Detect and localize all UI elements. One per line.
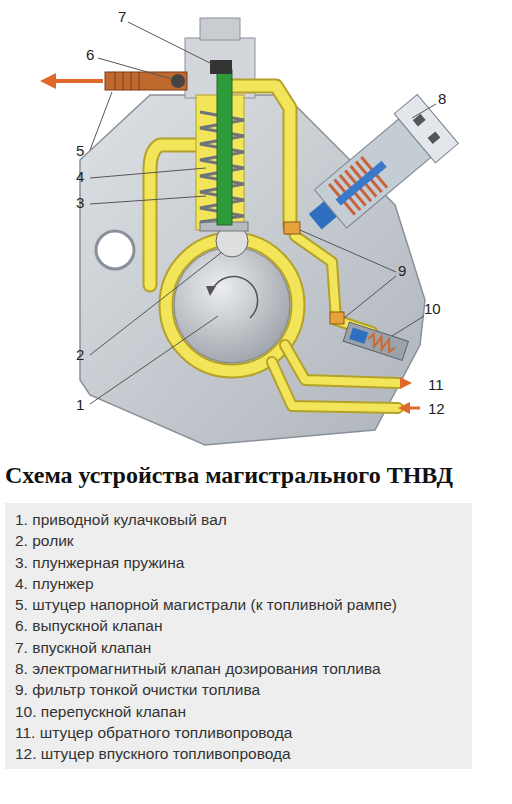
callout-number: 3 <box>76 194 84 211</box>
flow-arrow-head <box>400 377 412 389</box>
callout-number: 5 <box>76 142 84 159</box>
callout-number: 12 <box>428 400 445 417</box>
list-item: 10. перепускной клапан <box>15 701 464 722</box>
fitting-thread <box>115 72 139 90</box>
callout-number: 6 <box>86 46 94 63</box>
callout-number: 7 <box>118 8 126 25</box>
fuel-channel <box>272 236 398 408</box>
list-item: 4. плунжер <box>15 573 464 594</box>
diagram-title: Схема устройства магистрального ТНВД <box>5 462 510 489</box>
cam-shaft <box>174 247 290 363</box>
leader-line <box>90 92 112 150</box>
leader-line <box>392 316 424 336</box>
list-item: 12. штуцер впускного топливопровода <box>15 743 464 764</box>
list-item: 2. ролик <box>15 530 464 551</box>
solenoid-armature <box>336 161 387 206</box>
callout-number: 11 <box>428 376 444 393</box>
rotation-arrow-head <box>206 286 216 296</box>
leader-line <box>90 252 222 355</box>
list-item: 1. приводной кулачковый вал <box>15 509 464 530</box>
leader-line <box>98 58 172 79</box>
leader-line <box>128 22 212 64</box>
bypass-valve-body <box>343 322 408 360</box>
callout-number: 10 <box>424 300 441 317</box>
head-stud <box>200 18 240 40</box>
callout-number: 1 <box>76 396 84 413</box>
flow-arrow-head <box>398 402 410 414</box>
leader-line <box>90 316 218 404</box>
connector-pin <box>413 114 426 127</box>
electric-connector <box>394 94 458 162</box>
list-item: 11. штуцер обратного топливопровода <box>15 722 464 743</box>
parts-list: 1. приводной кулачковый вал2. ролик3. пл… <box>5 503 472 769</box>
mounting-hole <box>96 231 134 269</box>
inlet-valve <box>210 60 232 74</box>
list-item: 7. впускной клапан <box>15 637 464 658</box>
list-item: 9. фильтр тонкой очистки топлива <box>15 679 464 700</box>
fuel-channel <box>166 239 298 371</box>
solenoid-coil <box>329 157 387 215</box>
fine-filter <box>284 222 300 234</box>
leader-line <box>300 230 396 318</box>
fuel-channel-outline <box>166 239 298 371</box>
list-item: 5. штуцер напорной магистрали (к топливн… <box>15 594 464 615</box>
fuel-channel-outline <box>272 236 398 408</box>
flow-arrow <box>410 407 420 410</box>
pressure-fitting <box>105 72 187 90</box>
outlet-valve <box>171 74 185 88</box>
list-item: 3. плунжерная пружина <box>15 552 464 573</box>
bypass-valve-piston <box>349 327 368 343</box>
callout-number: 9 <box>398 262 406 279</box>
fine-filter <box>330 312 344 324</box>
list-item: 8. электромагнитный клапан дозирования т… <box>15 658 464 679</box>
callout-number: 2 <box>76 346 84 363</box>
connector-pin <box>428 131 441 144</box>
leader-line <box>90 168 206 178</box>
plunger <box>217 70 232 225</box>
leader-line <box>90 196 206 204</box>
callout-number: 8 <box>438 90 446 107</box>
list-item: 6. выпускной клапан <box>15 615 464 636</box>
leader-line <box>412 104 436 118</box>
flow-arrow <box>52 79 103 83</box>
rotation-arrow <box>212 276 258 318</box>
flow-arrow-head <box>40 73 56 89</box>
callout-number: 4 <box>76 168 84 185</box>
